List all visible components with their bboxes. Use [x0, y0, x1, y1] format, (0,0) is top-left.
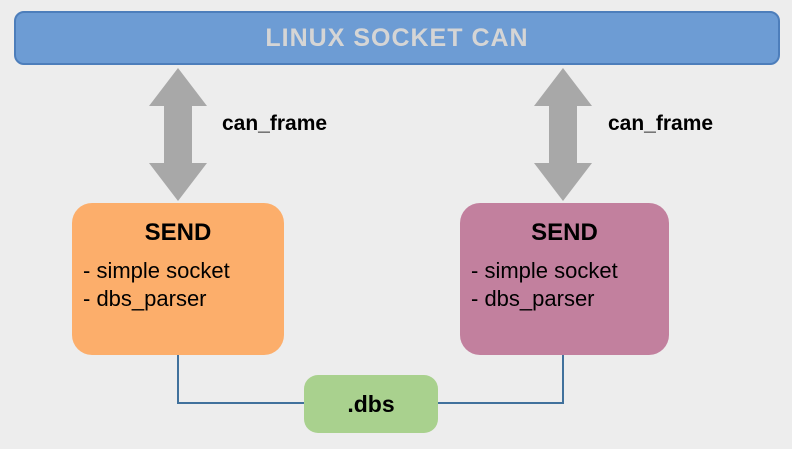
- can-frame-label-left: can_frame: [222, 112, 328, 135]
- can-frame-label-right: can_frame: [608, 112, 714, 135]
- connector-right-line: [438, 355, 564, 404]
- double-arrow-right-icon: [534, 68, 592, 201]
- send-node-right-title: SEND: [531, 219, 598, 246]
- dbs-file-label: .dbs: [347, 390, 395, 417]
- banner-title: LINUX SOCKET CAN: [265, 23, 529, 52]
- send-node-right-items: - simple socket - dbs_parser: [460, 257, 669, 313]
- list-item: - dbs_parser: [83, 286, 207, 311]
- send-node-left: SEND - simple socket - dbs_parser: [72, 203, 284, 355]
- list-item: - simple socket: [471, 258, 618, 283]
- dbs-file-node: .dbs: [304, 375, 438, 433]
- list-item: - dbs_parser: [471, 286, 595, 311]
- list-item: - simple socket: [83, 258, 230, 283]
- send-node-right: SEND - simple socket - dbs_parser: [460, 203, 669, 355]
- send-node-left-items: - simple socket - dbs_parser: [72, 257, 284, 313]
- linux-socket-can-banner: LINUX SOCKET CAN: [14, 11, 780, 65]
- send-node-left-title: SEND: [144, 219, 212, 246]
- double-arrow-left-icon: [149, 68, 207, 201]
- connector-left-line: [177, 355, 304, 404]
